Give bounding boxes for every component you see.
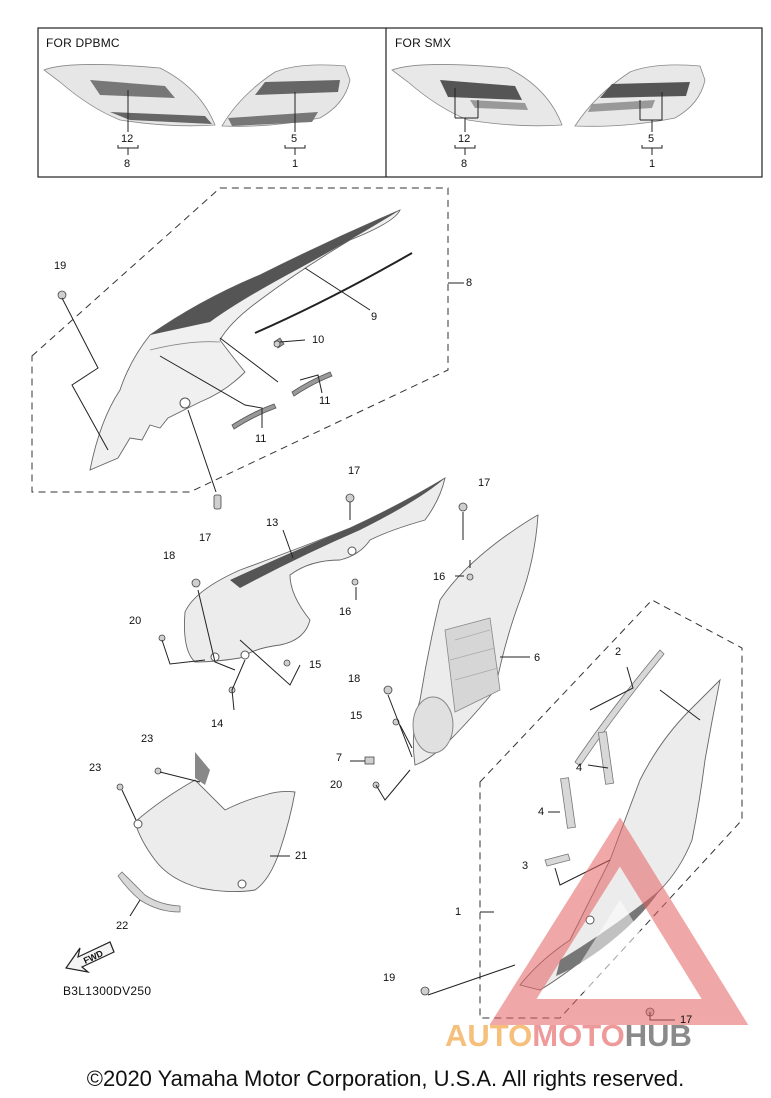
callout-11: 11: [319, 395, 331, 407]
watermark-part-3: HUB: [624, 1018, 692, 1053]
callout-20: 20: [129, 615, 142, 627]
callout-18: 18: [163, 550, 176, 562]
part-9-strip: [254, 252, 413, 334]
variant-leaders: [117, 88, 663, 155]
callout-2: 2: [615, 646, 622, 658]
callout-16: 16: [433, 571, 446, 583]
fwd-arrow-icon: [64, 941, 115, 973]
part-6-side-panel: [412, 514, 539, 766]
callout-19: 19: [54, 260, 67, 272]
callout-21: 21: [295, 850, 308, 862]
callout-6: 6: [534, 652, 541, 664]
variant-title-dpbmc: FOR DPBMC: [46, 36, 120, 50]
variant-dpbmc-right-assembly: 1: [292, 158, 299, 170]
callout-15: 15: [309, 659, 322, 671]
callout-9: 9: [371, 311, 378, 323]
callout-1: 1: [455, 906, 462, 918]
callout-23: 23: [89, 762, 102, 774]
variant-smx-right-part: 5: [648, 133, 655, 145]
part-22-strip: [117, 871, 181, 913]
assembly-outlines: [31, 187, 743, 1019]
callout-3: 3: [522, 860, 529, 872]
variant-decals: [43, 64, 706, 127]
callout-23: 23: [141, 733, 154, 745]
watermark-part-1: AUTO: [445, 1018, 533, 1053]
callout-15: 15: [350, 710, 363, 722]
callout-22: 22: [116, 920, 129, 932]
callout-8: 8: [466, 277, 473, 289]
variant-smx-left-assembly: 8: [461, 158, 468, 170]
callout-18: 18: [348, 673, 361, 685]
callout-17: 17: [478, 477, 491, 489]
callout-4: 4: [576, 762, 583, 774]
callout-17: 17: [680, 1014, 693, 1026]
callout-17: 17: [199, 532, 212, 544]
variant-smx-left-part: 12: [458, 133, 471, 145]
variant-smx-right-assembly: 1: [649, 158, 656, 170]
callout-14: 14: [211, 718, 224, 730]
part-10-11-pieces: [231, 337, 333, 430]
watermark-part-2: MOTO: [532, 1018, 625, 1053]
callout-11: 11: [255, 433, 267, 445]
part-2-3-4-pieces: [544, 649, 665, 867]
callout-13: 13: [266, 517, 279, 529]
callout-10: 10: [312, 334, 325, 346]
watermark-text: AUTOMOTOHUB: [445, 1018, 692, 1054]
copyright-notice: ©2020 Yamaha Motor Corporation, U.S.A. A…: [86, 1066, 685, 1091]
callout-4: 4: [538, 806, 545, 818]
variant-box: [37, 27, 763, 178]
callout-20: 20: [330, 779, 343, 791]
variant-dpbmc-left-part: 12: [121, 133, 134, 145]
callout-16: 16: [339, 606, 352, 618]
part-21-under-cover: [133, 752, 296, 893]
variant-dpbmc-left-assembly: 8: [124, 158, 131, 170]
part-8-upper-cowl: [89, 209, 401, 471]
variant-title-smx: FOR SMX: [395, 36, 452, 50]
diagram-code: B3L1300DV250: [63, 984, 152, 998]
callout-19: 19: [383, 972, 396, 984]
callout-7: 7: [336, 752, 343, 764]
part-13-inner-panel: [184, 477, 446, 663]
callout-17: 17: [348, 465, 361, 477]
watermark-logo-icon: [489, 817, 749, 1025]
leader-lines: [61, 267, 701, 1021]
variant-dpbmc-right-part: 5: [291, 133, 298, 145]
